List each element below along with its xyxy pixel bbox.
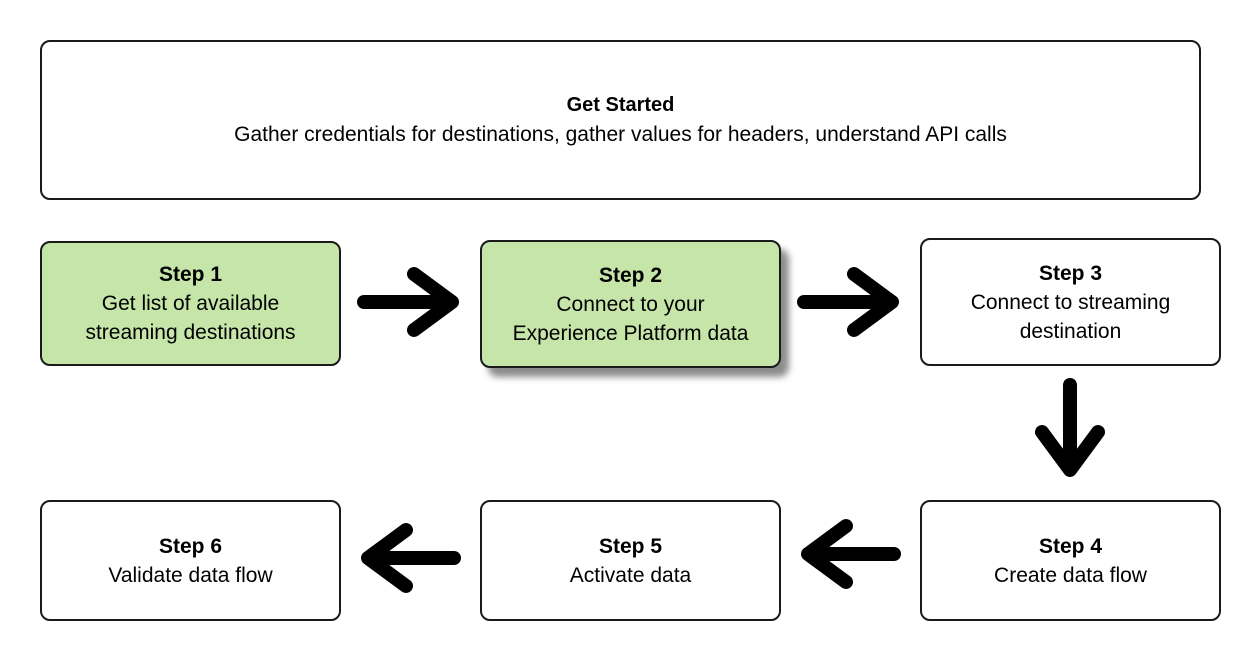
step-3-description-line-2: destination (1019, 319, 1122, 343)
step-5-title: Step 5 (598, 534, 663, 558)
get-started-description: Gather credentials for destinations, gat… (234, 123, 1007, 146)
step-3-box: Step 3 Connect to streaming destination (920, 238, 1221, 366)
arrow-step4-to-step5-icon (801, 519, 901, 589)
step-5-box: Step 5 Activate data (480, 500, 781, 621)
step-2-description-line-2: Experience Platform data (512, 321, 749, 345)
step-1-title: Step 1 (158, 263, 223, 286)
step-3-description-line-1: Connect to streaming (970, 290, 1171, 314)
arrow-step1-to-step2-icon (357, 267, 459, 337)
step-4-title: Step 4 (1038, 534, 1103, 558)
step-6-title: Step 6 (158, 534, 223, 558)
arrow-step2-to-step3-icon (797, 267, 899, 337)
step-1-box: Step 1 Get list of available streaming d… (40, 241, 341, 366)
step-2-box: Step 2 Connect to your Experience Platfo… (480, 240, 781, 368)
step-1-description-line-2: streaming destinations (85, 321, 296, 344)
get-started-box: Get Started Gather credentials for desti… (40, 40, 1201, 200)
step-3-title: Step 3 (1038, 261, 1103, 285)
step-5-description: Activate data (569, 563, 692, 587)
step-1-description-line-1: Get list of available (101, 292, 280, 315)
step-6-description: Validate data flow (108, 563, 273, 587)
step-2-title: Step 2 (598, 263, 663, 287)
arrow-step3-to-step4-icon (1035, 378, 1105, 477)
step-6-box: Step 6 Validate data flow (40, 500, 341, 621)
step-4-box: Step 4 Create data flow (920, 500, 1221, 621)
get-started-title: Get Started (566, 94, 675, 116)
arrow-step5-to-step6-icon (361, 523, 461, 593)
step-4-description: Create data flow (994, 563, 1147, 587)
step-2-description-line-1: Connect to your (556, 292, 705, 316)
